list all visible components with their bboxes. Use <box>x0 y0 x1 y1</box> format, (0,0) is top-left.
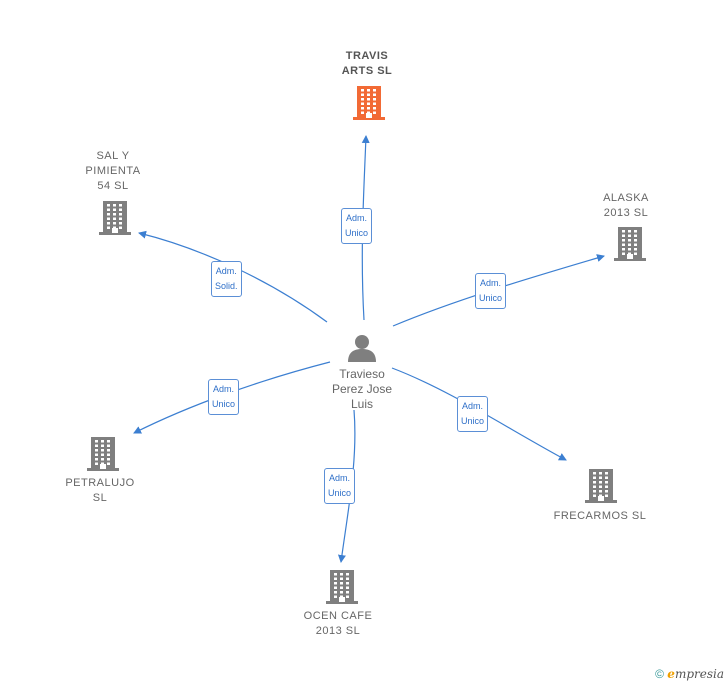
footer-brand: © empresia <box>655 667 724 681</box>
person-name[interactable]: Travieso Perez Jose Luis <box>331 367 393 411</box>
role-tag-sal: Adm. Solid. <box>211 261 242 297</box>
building-icon[interactable] <box>326 570 358 609</box>
role-tag-frecarmos: Adm. Unico <box>457 396 489 432</box>
company-label-frecarmos[interactable]: FRECARMOS SL <box>553 510 647 522</box>
building-icon[interactable] <box>614 227 646 266</box>
role-tag-travis: Adm. Unico <box>341 208 373 244</box>
building-icon[interactable] <box>99 201 131 240</box>
building-icon[interactable] <box>585 469 617 508</box>
person-icon[interactable] <box>346 333 378 363</box>
company-label-ocen[interactable]: OCEN CAFE 2013 SL <box>303 610 373 637</box>
empresia-logo[interactable]: empresia <box>667 667 724 681</box>
role-tag-petralujo: Adm. Unico <box>208 379 240 415</box>
company-label-petralujo[interactable]: PETRALUJO SL <box>65 477 135 504</box>
role-tag-alaska: Adm. Unico <box>475 273 507 309</box>
copyright-symbol: © <box>655 667 664 681</box>
role-tag-ocen: Adm. Unico <box>324 468 356 504</box>
company-label-alaska[interactable]: ALASKA 2013 SL <box>603 192 649 219</box>
company-label-sal[interactable]: SAL Y PIMIENTA 54 SL <box>85 150 141 192</box>
building-icon[interactable] <box>87 437 119 476</box>
building-icon[interactable] <box>353 86 385 125</box>
company-label-travis[interactable]: TRAVIS ARTS SL <box>341 50 393 77</box>
